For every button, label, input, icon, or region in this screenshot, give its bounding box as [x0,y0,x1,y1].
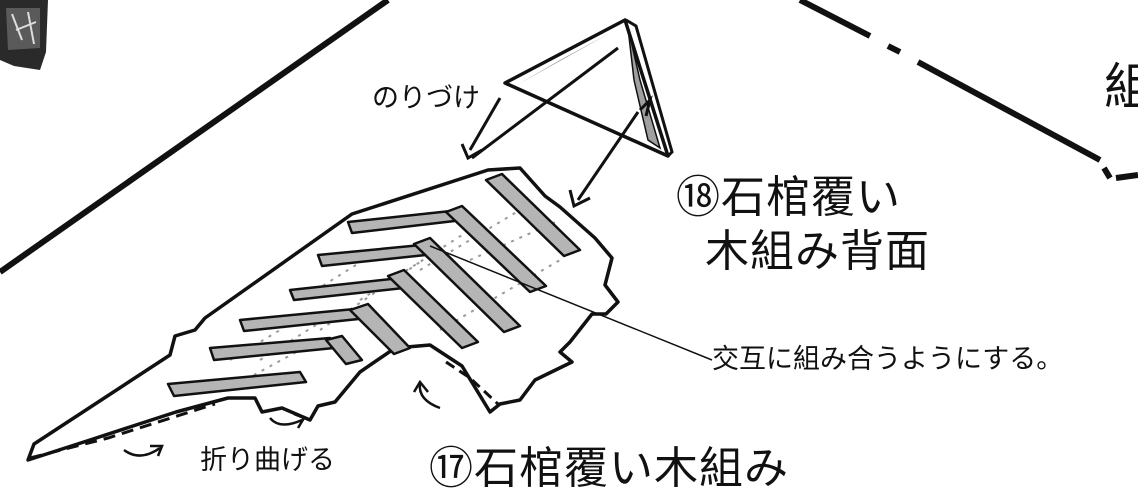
step18-title-line2: 木組み背面 [705,226,930,277]
callout-line [429,245,713,361]
guide-line-left [0,0,390,275]
alternate-label: 交互に組み合うようにする。 [712,344,1064,375]
corner-object [0,0,48,70]
slats [166,172,582,398]
fold-line-right [798,0,1138,181]
step18-title-line1: ⑱石棺覆い [676,172,901,223]
fold-arrows [123,379,441,457]
glue-label: のりづけ [372,83,480,114]
fold-label: 折り曲げる [200,445,335,476]
edge-heading-fragment: 組 [1104,58,1138,116]
glue-arrows [460,46,653,209]
triangle-back-piece [503,18,674,158]
step17-title: ⑰石棺覆い木組み [429,443,789,494]
